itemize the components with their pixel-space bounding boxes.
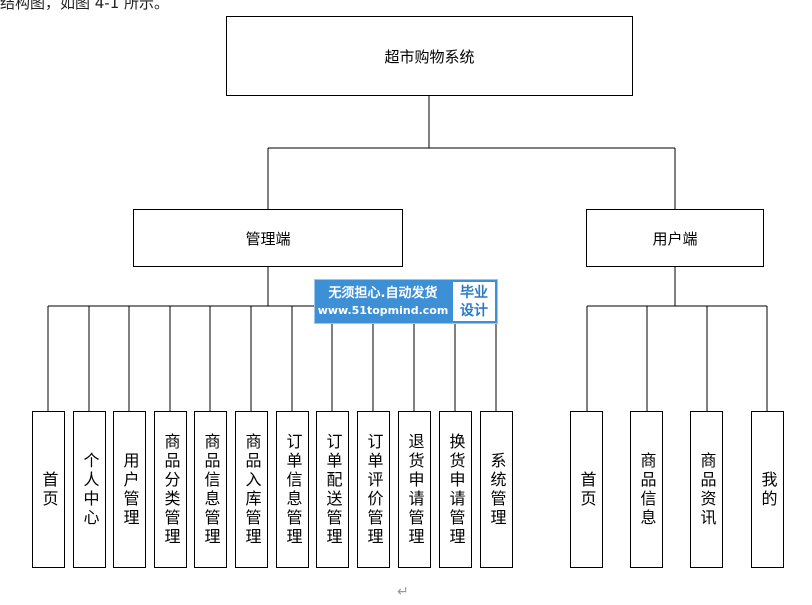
user-leaf-product-info: 商品信息: [630, 411, 663, 568]
user-node-label: 用户端: [652, 229, 698, 248]
admin-leaf-label: 商品入库管理: [242, 432, 262, 547]
watermark-banner: 无须担心.自动发货 www.51topmind.com 毕业 设计: [314, 279, 498, 324]
admin-node: 管理端: [133, 209, 403, 267]
admin-node-label: 管理端: [245, 229, 291, 248]
user-node: 用户端: [586, 209, 764, 267]
admin-leaf-personal-center: 个人中心: [73, 411, 106, 568]
watermark-slogan: 无须担心.自动发货: [328, 285, 438, 301]
admin-leaf-label: 用户管理: [120, 451, 140, 528]
paragraph-return-icon: ↵: [397, 584, 409, 600]
admin-leaf-exchange-request-management: 换货申请管理: [439, 411, 472, 568]
admin-leaf-label: 系统管理: [487, 451, 507, 528]
root-node-label: 超市购物系统: [384, 47, 475, 66]
admin-leaf-order-delivery-management: 订单配送管理: [316, 411, 349, 568]
admin-leaf-user-management: 用户管理: [113, 411, 146, 568]
admin-leaf-order-review-management: 订单评价管理: [357, 411, 390, 568]
user-leaf-label: 商品信息: [637, 451, 657, 528]
admin-leaf-label: 订单配送管理: [323, 432, 343, 547]
watermark-url: www.51topmind.com: [317, 303, 449, 317]
admin-leaf-order-info-management: 订单信息管理: [276, 411, 309, 568]
admin-leaf-home: 首页: [32, 411, 65, 568]
admin-leaf-label: 商品分类管理: [161, 432, 181, 547]
user-leaf-label: 首页: [577, 470, 597, 509]
admin-leaf-category-management: 商品分类管理: [154, 411, 187, 568]
admin-leaf-label: 退货申请管理: [405, 432, 425, 547]
user-leaf-label: 我的: [758, 470, 778, 509]
watermark-badge: 毕业 设计: [453, 282, 495, 321]
admin-leaf-label: 订单信息管理: [283, 432, 303, 547]
root-node: 超市购物系统: [226, 16, 633, 96]
admin-leaf-product-info-management: 商品信息管理: [194, 411, 227, 568]
admin-leaf-label: 商品信息管理: [201, 432, 221, 547]
admin-leaf-return-request-management: 退货申请管理: [398, 411, 431, 568]
watermark-badge-line2: 设计: [460, 302, 488, 319]
document-text-fragment: 结构图，如图 4-1 所示。: [0, 0, 170, 12]
admin-leaf-label: 首页: [39, 470, 59, 509]
admin-leaf-label: 个人中心: [80, 451, 100, 528]
user-leaf-home: 首页: [570, 411, 603, 568]
admin-leaf-stock-in-management: 商品入库管理: [235, 411, 268, 568]
admin-leaf-label: 订单评价管理: [364, 432, 384, 547]
admin-leaf-system-management: 系统管理: [480, 411, 513, 568]
admin-leaf-label: 换货申请管理: [446, 432, 466, 547]
watermark-text-block: 无须担心.自动发货 www.51topmind.com: [315, 280, 451, 323]
user-leaf-product-news: 商品资讯: [690, 411, 723, 568]
watermark-badge-line1: 毕业: [460, 284, 488, 301]
user-leaf-label: 商品资讯: [697, 451, 717, 528]
user-leaf-mine: 我的: [751, 411, 784, 568]
